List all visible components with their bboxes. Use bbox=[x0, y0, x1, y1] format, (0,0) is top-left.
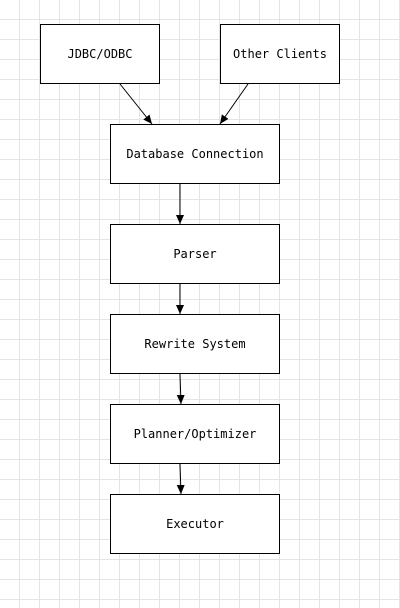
node-label: Executor bbox=[166, 517, 224, 531]
node-label: Parser bbox=[173, 247, 217, 261]
node-rewrite-system: Rewrite System bbox=[110, 314, 280, 374]
node-database-connection: Database Connection bbox=[110, 124, 280, 184]
node-planner-optimizer: Planner/Optimizer bbox=[110, 404, 280, 464]
node-jdbc-odbc: JDBC/ODBC bbox=[40, 24, 160, 84]
node-label: Other Clients bbox=[233, 47, 327, 61]
node-label: Planner/Optimizer bbox=[133, 427, 257, 441]
node-parser: Parser bbox=[110, 224, 280, 284]
arrow-other-clients-to-database-connection bbox=[219, 83, 249, 125]
arrow-rewrite-system-to-planner-optimizer bbox=[176, 373, 185, 405]
node-label: JDBC/ODBC bbox=[67, 47, 133, 61]
node-label: Rewrite System bbox=[144, 337, 246, 351]
node-executor: Executor bbox=[110, 494, 280, 554]
arrow-jdbc-odbc-to-database-connection bbox=[119, 83, 153, 125]
node-label: Database Connection bbox=[126, 147, 264, 161]
node-other-clients: Other Clients bbox=[220, 24, 340, 84]
arrow-planner-optimizer-to-executor bbox=[176, 463, 185, 495]
